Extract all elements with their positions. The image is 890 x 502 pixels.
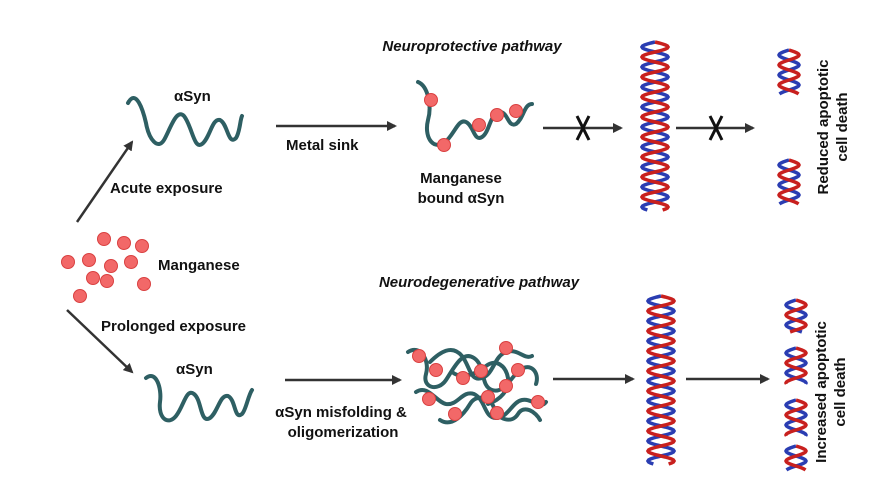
neuroprotective-title: Neuroprotective pathway: [382, 38, 562, 55]
manganese-ion-icon: [481, 390, 495, 404]
dna-strand-red: [784, 298, 808, 334]
dna-strand-red: [777, 158, 801, 206]
dna-strand-red: [784, 398, 808, 437]
dna-fragment-icon: [784, 346, 808, 385]
manganese-ion-icon: [97, 232, 111, 246]
manganese-ion-icon: [424, 93, 438, 107]
increased-label-line1: Increased apoptotic: [813, 321, 830, 463]
manganese-ion-icon: [100, 274, 114, 288]
manganese-ion-icon: [499, 379, 513, 393]
manganese-ion-icon: [422, 392, 436, 406]
dna-strand-red: [777, 48, 801, 96]
reduced-label-line2: cell death: [834, 92, 851, 161]
manganese-ion-icon: [509, 104, 523, 118]
manganese-ion-icon: [429, 363, 443, 377]
manganese-ion-icon: [474, 364, 488, 378]
manganese-cluster: [61, 232, 151, 303]
manganese-ion-icon: [456, 371, 470, 385]
reduced-label-line1: Reduced apoptotic: [815, 59, 832, 194]
manganese-ion-icon: [531, 395, 545, 409]
manganese-ion-icon: [117, 236, 131, 250]
prolonged-exposure-arrow: [66, 309, 134, 374]
asyn-bottom-label: αSyn: [176, 361, 213, 378]
increased-label-line2: cell death: [832, 357, 849, 426]
manganese-ion-icon: [511, 363, 525, 377]
manganese-ion-icon: [82, 253, 96, 267]
protein-chain-icon: [416, 80, 534, 147]
metal-sink-label: Metal sink: [286, 137, 359, 154]
manganese-ion-icon: [104, 259, 118, 273]
misfolding-label-line2: oligomerization: [288, 424, 399, 441]
protein-chain-icon: [126, 95, 244, 147]
manganese-ion-icon: [124, 255, 138, 269]
dna-strand-red: [784, 346, 808, 385]
manganese-ion-icon: [135, 239, 149, 253]
dna-strand-red: [784, 444, 808, 472]
manganese-ion-icon: [490, 406, 504, 420]
dna-fragment-icon: [777, 158, 801, 206]
manganese-ion-icon: [437, 138, 451, 152]
dna-strand-blue: [777, 48, 801, 96]
manganese-ion-icon: [490, 108, 504, 122]
protein-chain-icon: [428, 348, 534, 381]
manganese-ion-icon: [86, 271, 100, 285]
dna-helix-icon: [639, 40, 671, 212]
dna-fragment-icon: [784, 444, 808, 472]
manganese-ion-icon: [61, 255, 75, 269]
protein-chain-icon: [414, 388, 548, 420]
manganese-label: Manganese: [158, 257, 240, 274]
manganese-ion-icon: [499, 341, 513, 355]
manganese-ion-icon: [448, 407, 462, 421]
dna-helix-icon: [645, 294, 677, 466]
manganese-ion-icon: [73, 289, 87, 303]
blocked-step-icon: [575, 115, 591, 141]
prolonged-exposure-label: Prolonged exposure: [101, 318, 246, 335]
asyn-top-label: αSyn: [174, 88, 211, 105]
acute-exposure-arrow: [75, 140, 134, 223]
manganese-ion-icon: [472, 118, 486, 132]
dna-strand-red: [645, 294, 677, 466]
acute-exposure-label: Acute exposure: [110, 180, 223, 197]
protein-chain-icon: [144, 374, 254, 423]
misfolding-label-line1: αSyn misfolding &: [275, 404, 407, 421]
manganese-ion-icon: [137, 277, 151, 291]
dna-fragment-icon: [784, 298, 808, 334]
mn-bound-label-line2: bound αSyn: [418, 190, 505, 207]
asyn-oligomer-aggregate: [406, 341, 548, 425]
blocked-step-icon: [708, 115, 724, 141]
dna-fragment-icon: [777, 48, 801, 96]
dna-fragment-icon: [784, 398, 808, 437]
dna-strand-blue: [777, 158, 801, 206]
mn-bound-label-line1: Manganese: [420, 170, 502, 187]
manganese-ion-icon: [412, 349, 426, 363]
dna-strand-red: [639, 40, 671, 212]
dna-strand-blue: [784, 298, 808, 334]
neurodegenerative-title: Neurodegenerative pathway: [379, 274, 580, 291]
